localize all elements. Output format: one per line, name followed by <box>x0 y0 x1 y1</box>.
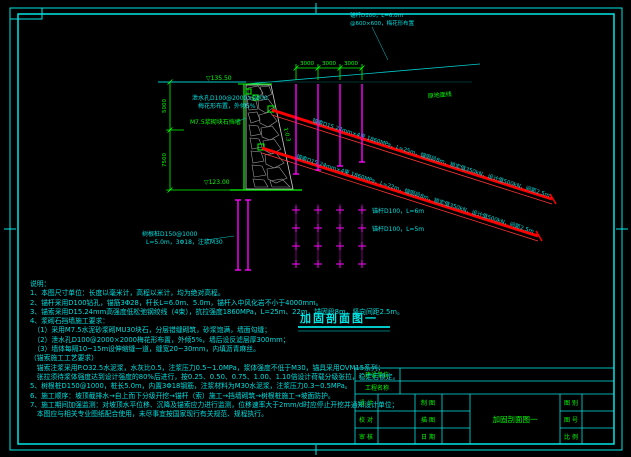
nail-row-label-2: 锚杆D100，L=5m <box>372 225 424 233</box>
leader-line <box>235 117 247 123</box>
anchor-head <box>267 105 275 113</box>
top-dim-label: 3000 <box>300 61 314 67</box>
anchor-cable-upper-label: 锚索D15.24mm×4束 1860MPa，L=25m，锚固段8m，锁定值350… <box>311 116 551 199</box>
note-line: 3、锚索采用D15.24mm高强度低松弛钢绞线（4束），抗拉强度1860MPa，… <box>30 307 404 316</box>
nail-cross-markers <box>292 206 366 268</box>
anchor-cables <box>257 105 557 242</box>
topright-label-2: @600×600，梅花形布置 <box>350 19 415 27</box>
note-line: （锚索施工工艺要求） <box>30 354 98 363</box>
anchor-head <box>257 143 265 151</box>
title-block-text: 建设单位 工程名称 设 计 校 对 审 核 制 图 描 图 日 期 图 别 图 … <box>359 371 578 441</box>
project-label: 工程名称 <box>365 384 389 392</box>
soil-nails-section <box>293 84 365 175</box>
owner-label: 建设单位 <box>365 371 389 379</box>
notes-heading: 说明： <box>30 280 51 288</box>
elevation-base: ▽123.00 <box>204 179 230 186</box>
wall-batter-label: 1:0.3 <box>282 127 291 143</box>
wall-outline <box>245 84 294 190</box>
topright-label-1: 锚杆D100，L=6.0m <box>350 11 403 19</box>
note-line: 本图应与相关专业图纸配合使用，未尽事宜按国家现行有关规范、规程执行。 <box>30 410 268 419</box>
ground-lines <box>158 63 481 85</box>
leader-line <box>371 26 389 61</box>
note-line: （2）泄水孔D100@2000×2000梅花形布置，外倾5%，墙后设反滤层厚30… <box>30 335 290 344</box>
original-ground-line <box>245 63 481 85</box>
note-line: 5、树根桩D150@1000，桩长5.0m，内置3Φ18钢筋，注浆材料为M30水… <box>30 382 352 391</box>
note-line: （3）墙体每隔10~15m设伸缩缝一道，缝宽20~30mm，内填沥青麻丝。 <box>30 345 260 354</box>
role-approver: 审 核 <box>359 433 373 441</box>
field-date: 日 期 <box>421 433 435 441</box>
soil-nail-plan-grid <box>292 204 366 268</box>
note-line: 锚索注浆采用P.O32.5水泥浆，水灰比0.5，注浆压力0.5~1.0MPa，浆… <box>30 363 385 372</box>
ground-label: 原地面线 <box>427 90 452 100</box>
left-dim-upper: 5000 <box>162 99 168 113</box>
top-dim-label: 3000 <box>344 61 358 67</box>
note-line: 1、本图尺寸单位：长度以毫米计，高程以米计，均为绝对高程。 <box>30 289 225 298</box>
weephole-label-1: 泄水孔D100@2000×2000 <box>192 94 268 102</box>
top-dim-label: 3000 <box>322 61 336 67</box>
retaining-wall <box>230 83 302 191</box>
top-dimension <box>293 64 365 80</box>
anchor-cable-lower-label: 锚索D15.24mm×4束 1860MPa，L=22m，锚固段8m，锁定值350… <box>295 152 535 235</box>
left-dim-lower: 7500 <box>162 153 168 167</box>
role-checker: 校 对 <box>359 416 373 424</box>
note-line: 4、浆砌石挡墙施工要求： <box>30 317 110 326</box>
stone-hatch <box>246 85 291 188</box>
role-tracer: 描 图 <box>421 416 435 424</box>
note-line: 张拉须待浆体强度达到设计强度的80%后进行，按0.25、0.50、0.75、1.… <box>30 372 400 381</box>
notes-block: 说明： 1、本图尺寸单位：长度以毫米计，高程以米计，均为绝对高程。2、锚杆采用D… <box>30 280 404 419</box>
anchor-cable-lower <box>261 146 539 238</box>
root-pile-label-2: L=5.0m，3Φ18，注浆M30 <box>146 238 223 246</box>
leader-line <box>205 235 235 241</box>
notes-lines: 1、本图尺寸单位：长度以毫米计，高程以米计，均为绝对高程。2、锚杆采用D100钻… <box>30 289 404 419</box>
note-line: 6、施工顺序：坡顶截排水→自上而下分级开挖→锚杆（索）施工→挡墙砌筑→树根桩施工… <box>30 391 335 400</box>
nail-row-label-1: 锚杆D100，L=6m <box>372 207 424 215</box>
anchor-plate <box>252 94 259 101</box>
corner-block <box>9 7 43 20</box>
weephole-label-2: 梅花形布置，外倾5% <box>198 102 256 110</box>
title-block-drawing-title: 加固剖面图一 <box>493 414 538 424</box>
anchor-plate <box>245 88 252 95</box>
left-dimension <box>166 79 236 193</box>
wall-material-label: M7.5浆砌块石挡墙 <box>190 118 241 126</box>
sheet-frame <box>4 3 628 455</box>
field-drawing-type: 图 别 <box>564 399 578 407</box>
field-drawing-no: 图 号 <box>564 417 578 424</box>
root-pile-label-1: 树根桩D150@1000 <box>142 230 198 238</box>
role-designer: 设 计 <box>359 399 373 407</box>
note-line: 2、锚杆采用D100钻孔，锚筋3Φ28，杆长L=6.0m、5.0m，锚杆入中风化… <box>30 298 323 307</box>
note-line: （1）采用M7.5水泥砂浆砌MU30块石，分层错缝砌筑，砂浆饱满，墙面勾缝； <box>30 326 271 335</box>
field-scale: 比 例 <box>564 433 578 441</box>
role-drafter: 制 图 <box>421 399 435 407</box>
elevation-top: ▽135.50 <box>206 75 232 82</box>
note-line: 7、施工期间加强监测：对坡顶水平位移、沉降及锚索应力进行监测，位移速率大于2mm… <box>30 400 399 409</box>
root-piles <box>235 199 251 271</box>
drawing-title: 加固剖面图一 <box>299 311 378 325</box>
title-block <box>354 367 615 445</box>
